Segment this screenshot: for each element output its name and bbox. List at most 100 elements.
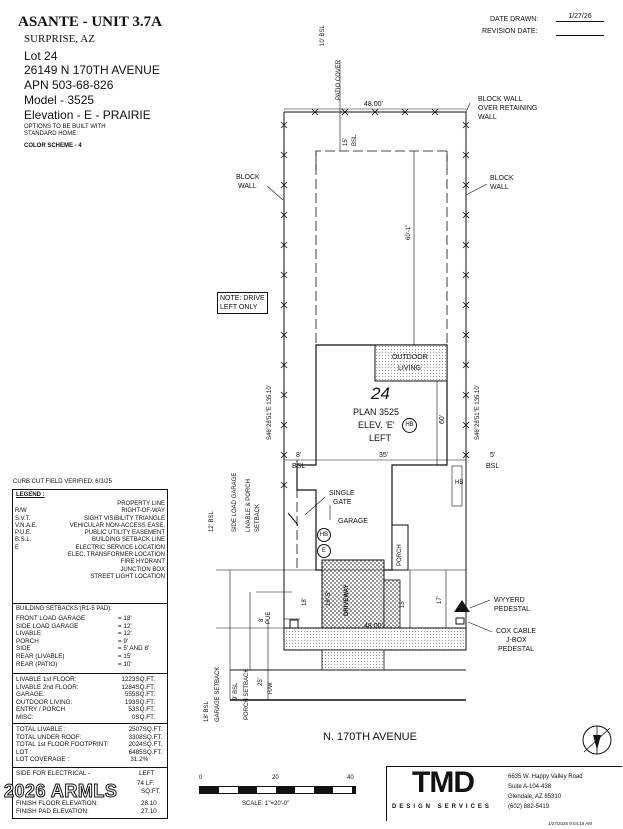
lot-number: 24 [371,384,390,403]
legend-symbol: S.V.T. [15,515,31,522]
company-tagline: DESIGN SERVICES [392,804,492,810]
curb-cut-note: CURB CUT FIELD VERIFIED: 6/3/25 [13,479,112,485]
revision-date-label: REVISION DATE: [482,28,538,35]
legend-row: B.S.L.BUILDING SETBACK LINE [15,537,165,544]
house-width-dim: 35' [379,452,389,459]
driveway [321,559,385,629]
legend-symbol: R/W [15,508,27,515]
setbacks-box: BUILDING SETBACKS (R1-5 PAD): FRONT LOAD… [12,603,168,675]
area-label: GARAGE: [16,691,45,699]
cox-1: COX CABLE [496,628,537,635]
area-label: MISC: [16,713,34,721]
setback-row: PORCH = 9' [16,638,164,646]
ff-label: FINISH FLOOR ELEVATION: [16,800,98,807]
hand-label: LEFT [369,433,392,443]
bsl-9: 9' BSL [233,682,239,701]
dim-15: 15' [400,600,406,608]
legend-label: PROPERTY LINE [117,501,165,507]
company-phone: (602) 882-5419 [508,804,550,810]
right-bearing: S46°28'51"E 135.10' [475,385,481,440]
side-left-dim: 8' [296,452,302,459]
area-label: ENTRY / PORCH [16,706,66,714]
legend-label: VEHICULAR NON-ACCESS EASE. [69,522,165,529]
partial-2: SQ.FT. [141,788,161,795]
rw-label: R/W [268,682,274,694]
legend-row: FIRE HYDRANT [15,559,165,566]
setback-value: = 5' AND 8' [117,645,150,653]
setback-value: = 12' [117,630,132,638]
setback-value: = 15' [117,652,132,660]
block-wall-marks [280,108,470,489]
area-row: LOT COVERAGE :31.2% [16,756,166,764]
bsl-12: 12' BSL [209,511,215,532]
area-value: 2024 [128,741,143,749]
pue-label: PUE [266,611,272,624]
legend-label: BUILDING SETBACK LINE [91,537,165,544]
area-value: 1284 [121,683,136,691]
outdoor-living-label-1: OUTDOOR [392,354,428,361]
legend-title: LEGEND : [16,492,45,498]
legend-row: ELEC. TRANSFORMER LOCATION [15,552,165,559]
elevation: Elevation - E - PRAIRIE [24,108,151,122]
setbacks-table: FRONT LOAD GARAGE= 18'SIDE LOAD GARAGE= … [16,615,164,668]
plan-label: PLAN 3525 [353,407,400,417]
scale-tick-40: 40 [347,775,354,781]
dim-18-5: 18'-5" [326,590,332,606]
area-label: TOTAL UNDER ROOF: [16,733,82,741]
transformer-icon [454,600,470,612]
legend-row: STREET LIGHT LOCATION [15,574,165,581]
elev-label: ELEV. 'E' [358,420,395,430]
setback-row: REAR (LIVABLE)= 15' [16,653,164,661]
area-unit: % [142,756,149,764]
company-address-2: Suite A-104-438 [508,784,552,790]
area-value: 2507 [128,726,143,733]
area-label: TOTAL LIVABLE : [16,726,66,733]
block-wall-retain-2: OVER RETAINING [478,105,538,112]
patio-cover-label: PATIO COVER [336,59,342,100]
title-block [386,766,622,821]
setback-label: SIDE [16,645,31,653]
setback-row: LIVABLE = 12' [16,630,164,638]
rear-width-dim: 48.00' [364,101,383,108]
front-width-dim: 48.00' [364,623,383,630]
model: Model - 3525 [24,93,95,107]
setback-value: = 9' [117,637,129,645]
setback-label: FRONT LOAD GARAGE [16,615,86,622]
fp-label: FINISH PAD ELEVATION: [16,808,89,815]
left-bearing: S46°28'51"E 135.10' [267,385,273,440]
scale-bar [199,786,356,794]
street-light-icon [289,619,299,629]
cox-3: PEDESTAL [498,646,535,653]
block-wall-right-2: WALL [490,184,509,191]
date-drawn-label: DATE DRAWN: [490,16,539,23]
area-unit: SQ.FT. [142,748,163,756]
area-label: TOTAL 1st FLOOR FOOTPRINT: [16,741,109,749]
rear-setback-bsl: BSL [352,134,358,146]
electrical-label: SIDE FOR ELECTRICAL - [16,770,90,777]
setback-row: SIDE LOAD GARAGE= 12' [16,623,164,631]
ff-value: 28.10 [141,800,157,807]
porch-setback-label: PORCH SETBACK [244,668,250,720]
revision-date-value [556,27,604,36]
legend-label: JUNCTION BOX [120,566,165,573]
legend-label: FIRE HYDRANT [120,559,165,566]
area-box-3: SIDE FOR ELECTRICAL - LEFT 74 LF. SQ.FT.… [12,767,168,819]
hose-bib-garage-icon: HB [317,528,331,542]
side-garage-1: SIDE LOAD GARAGE [232,472,238,532]
options-line-1: OPTIONS TO BE BUILT WITH [24,124,106,130]
junction-box-icon [455,617,465,625]
sidewalk [283,627,467,651]
setback-label: PORCH [16,637,39,645]
area-unit: SQ.FT. [135,676,156,683]
gate-symbol [287,512,299,526]
setback-label: LIVABLE [16,630,42,638]
